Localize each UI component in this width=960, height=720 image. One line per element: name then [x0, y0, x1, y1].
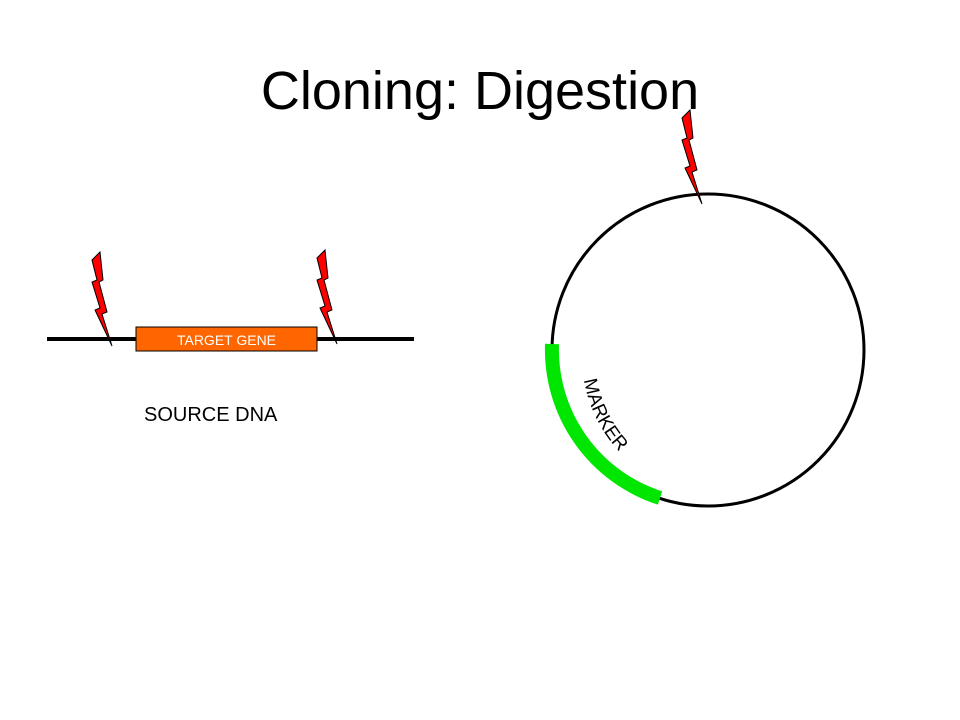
- slide-title: Cloning: Digestion: [260, 61, 700, 121]
- source-dna: TARGET GENE: [47, 326, 414, 352]
- target-gene-label: TARGET GENE: [177, 332, 276, 348]
- lightning-bolt-icon: [681, 109, 703, 205]
- target-gene-box: [135, 326, 318, 352]
- lightning-bolt-icon: [316, 249, 338, 345]
- marker-segment: [544, 343, 663, 505]
- lightning-bolt-icon: [91, 251, 113, 347]
- source-dna-label: SOURCE DNA: [144, 404, 278, 426]
- plasmid: MARKER: [544, 192, 866, 508]
